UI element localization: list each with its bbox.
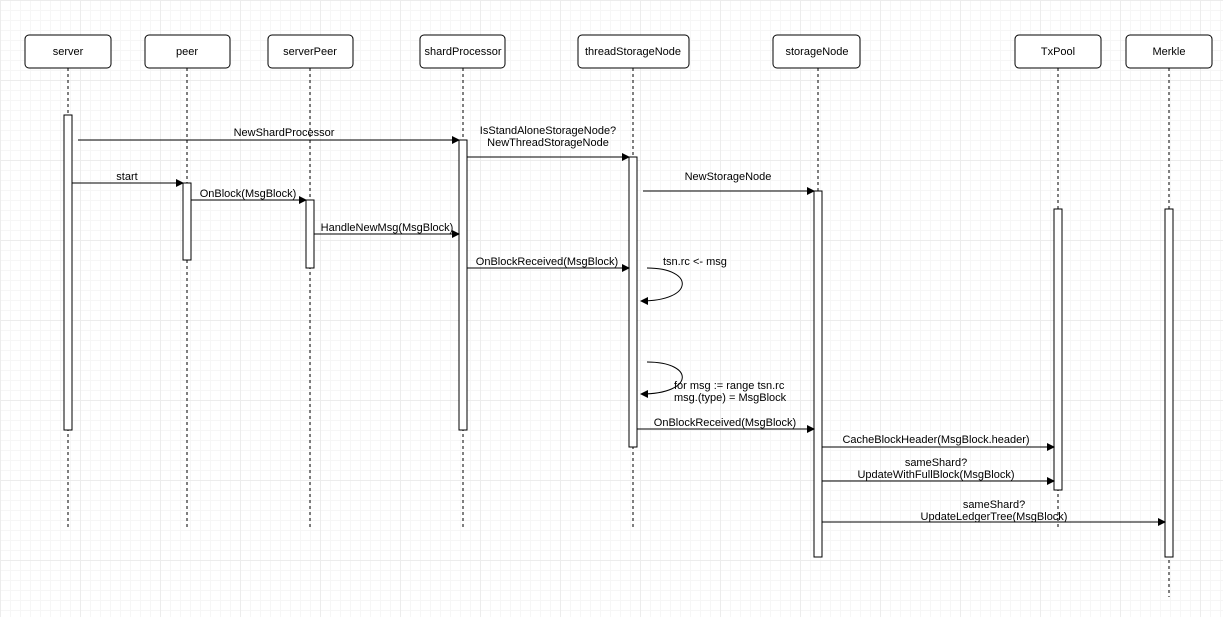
message-new-storage-node-label: NewStorageNode (685, 171, 772, 183)
message-same-shard-2-label: sameShard? (963, 499, 1025, 511)
participant-storage-node: storageNode (772, 34, 861, 69)
message-start: start (72, 171, 184, 187)
participant-thread-storage-node: threadStorageNode (577, 34, 690, 69)
message-update-ledger-tree-label: UpdateLedgerTree(MsgBlock) (921, 511, 1068, 523)
participant-peer: peer (144, 34, 231, 69)
message-new-thread-storage-node-label: NewThreadStorageNode (487, 137, 609, 149)
activation-shard-processor (458, 139, 468, 431)
participant-txpool-label: TxPool (1041, 46, 1075, 58)
participant-shard-processor: shardProcessor (419, 34, 506, 69)
self-message-tsn-rc-label: tsn.rc <- msg (663, 256, 727, 268)
activation-peer (182, 182, 192, 261)
message-new-thread-storage-node: IsStandAloneStorageNode? NewThreadStorag… (467, 125, 630, 161)
participant-txpool: TxPool (1014, 34, 1102, 69)
message-cache-block-header-label: CacheBlockHeader(MsgBlock.header) (842, 434, 1029, 446)
activation-txpool (1053, 208, 1063, 491)
activation-storage-node (813, 190, 823, 558)
participant-storage-node-label: storageNode (786, 46, 849, 58)
self-message-for-range-label: for msg := range tsn.rc (674, 380, 785, 392)
message-update-with-full-block: sameShard? UpdateWithFullBlock(MsgBlock) (822, 457, 1055, 485)
message-handle-new-msg-label: HandleNewMsg(MsgBlock) (321, 222, 454, 234)
message-update-ledger-tree: sameShard? UpdateLedgerTree(MsgBlock) (822, 499, 1166, 526)
activation-thread-storage-node (628, 156, 638, 448)
participant-server-peer-label: serverPeer (283, 46, 337, 58)
message-on-block: OnBlock(MsgBlock) (191, 188, 307, 204)
message-on-block-received-1-label: OnBlockReceived(MsgBlock) (476, 256, 618, 268)
message-new-shard-processor: NewShardProcessor (78, 127, 460, 144)
participant-thread-storage-node-label: threadStorageNode (585, 46, 681, 58)
message-start-label: start (116, 171, 137, 183)
self-message-tsn-rc: tsn.rc <- msg (640, 256, 727, 305)
participant-server-peer: serverPeer (267, 34, 354, 69)
message-on-block-received-2: OnBlockReceived(MsgBlock) (637, 417, 815, 433)
activation-server (63, 114, 73, 431)
participant-shard-processor-label: shardProcessor (424, 46, 501, 58)
message-new-storage-node: NewStorageNode (643, 171, 815, 195)
message-new-shard-processor-label: NewShardProcessor (234, 127, 335, 139)
activation-merkle (1164, 208, 1174, 558)
message-handle-new-msg: HandleNewMsg(MsgBlock) (314, 222, 460, 238)
activation-server-peer (305, 199, 315, 269)
self-message-type-check-label: msg.(type) = MsgBlock (674, 392, 787, 404)
message-same-shard-1-label: sameShard? (905, 457, 967, 469)
message-on-block-label: OnBlock(MsgBlock) (200, 188, 297, 200)
message-update-with-full-block-label: UpdateWithFullBlock(MsgBlock) (857, 469, 1014, 481)
participant-server: server (24, 34, 112, 69)
participant-merkle: Merkle (1125, 34, 1213, 69)
message-cache-block-header: CacheBlockHeader(MsgBlock.header) (822, 434, 1055, 451)
message-is-standalone-label: IsStandAloneStorageNode? (480, 125, 616, 137)
participant-server-label: server (53, 46, 84, 58)
participant-peer-label: peer (176, 46, 198, 58)
participant-merkle-label: Merkle (1152, 46, 1185, 58)
self-message-for-range: for msg := range tsn.rc msg.(type) = Msg… (640, 361, 787, 404)
message-on-block-received-1: OnBlockReceived(MsgBlock) (467, 256, 630, 272)
message-on-block-received-2-label: OnBlockReceived(MsgBlock) (654, 417, 796, 429)
